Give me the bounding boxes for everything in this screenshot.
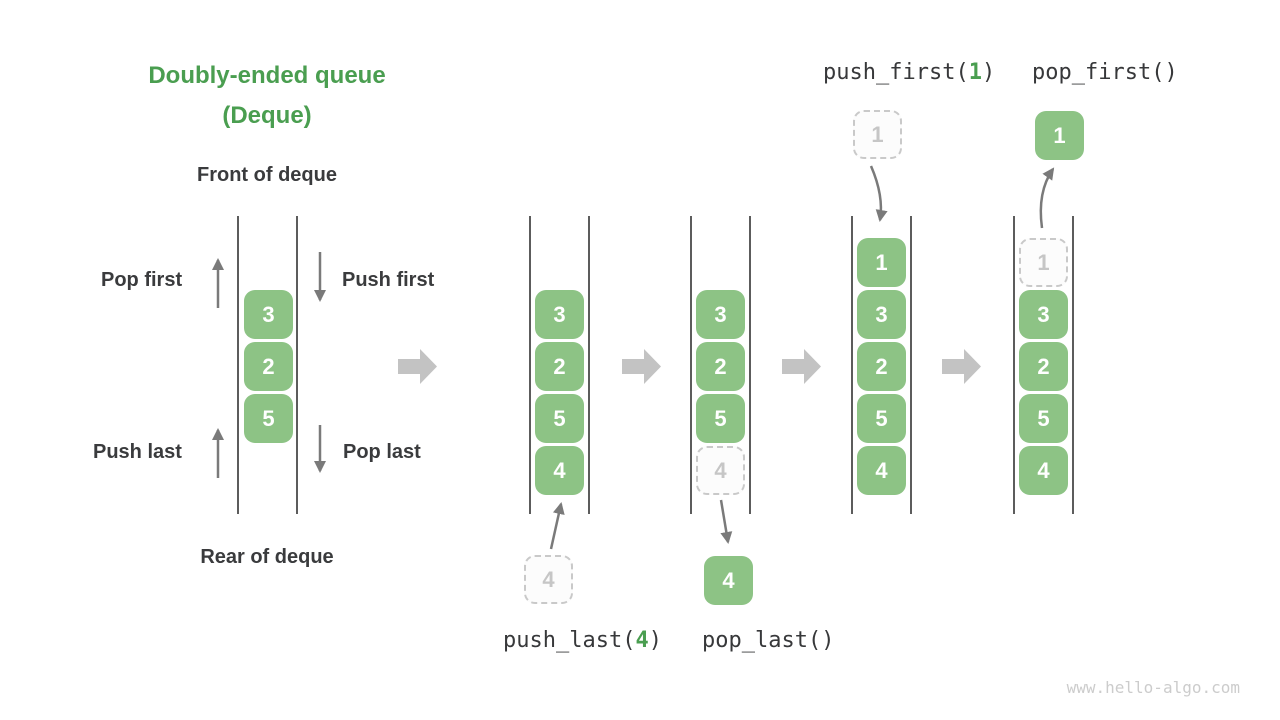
queue-cell: 5 [244,394,293,443]
queue-cell: 4 [535,446,584,495]
push-last-label: Push last [93,441,182,463]
queue-wall [1072,216,1074,514]
pop-last-op-label: pop_last() [702,628,835,653]
diagram-title-line1: Doubly-ended queue [148,62,386,89]
push-first-op-label: push_first(1) [823,60,995,85]
queue-cell: 3 [535,290,584,339]
queue-wall [690,216,692,514]
queue-cell: 4 [857,446,906,495]
transition-block-arrow [942,349,981,384]
queue-cell: 5 [1019,394,1068,443]
transition-block-arrow [398,349,437,384]
queue-cell: 3 [244,290,293,339]
queue-cell: 5 [696,394,745,443]
queue-cell: 1 [857,238,906,287]
push-last-op-label: push_last(4) [503,628,662,653]
diagram-title-line2: (Deque) [222,102,312,129]
queue-cell: 3 [696,290,745,339]
queue-wall [1013,216,1015,514]
queue-wall [851,216,853,514]
queue-cell: 3 [1019,290,1068,339]
pop-first-op-label: pop_first() [1032,60,1178,85]
queue-wall [910,216,912,514]
transition-block-arrow [782,349,821,384]
queue-wall [749,216,751,514]
diagram-title: Doubly-ended queue (Deque) [117,56,417,136]
push-last-op-arg: 4 [635,628,649,653]
push-first-op-name: push_first( [823,60,969,85]
push-first-op-arg: 1 [968,60,982,85]
push-last-transition-arrow [549,502,565,550]
push-last-op-close: ) [648,628,662,653]
queue-cell: 2 [696,342,745,391]
queue-cell: 2 [1019,342,1068,391]
push-first-op-close: ) [981,60,996,85]
pop-last-transition-arrow [719,499,733,544]
transition-block-arrow [622,349,661,384]
push-first-transition-arrow [869,165,888,222]
queue-cell: 5 [857,394,906,443]
queue-wall [237,216,239,514]
pop-first-label: Pop first [101,269,183,291]
watermark: www.hello-algo.com [1066,678,1240,697]
queue-cell: 3 [857,290,906,339]
queue-cell: 2 [244,342,293,391]
queue-wall [296,216,298,514]
removed-cell-dashed: 4 [696,446,745,495]
queue-wall [588,216,590,514]
outgoing-cell: 1 [1035,111,1084,160]
queue-cell: 2 [857,342,906,391]
push-last-op-name: push_last( [503,628,636,653]
queue-cell: 2 [535,342,584,391]
rear-of-deque-label: Rear of deque [200,546,334,568]
incoming-cell-dashed: 4 [524,555,573,604]
removed-cell-dashed: 1 [1019,238,1068,287]
pop-last-label: Pop last [343,441,421,463]
queue-cell: 5 [535,394,584,443]
incoming-cell-dashed: 1 [853,110,902,159]
push-first-label: Push first [342,269,435,291]
outgoing-cell: 4 [704,556,753,605]
queue-wall [529,216,531,514]
front-of-deque-label: Front of deque [197,164,337,186]
queue-cell: 4 [1019,446,1068,495]
pop-first-transition-arrow [1039,167,1055,229]
